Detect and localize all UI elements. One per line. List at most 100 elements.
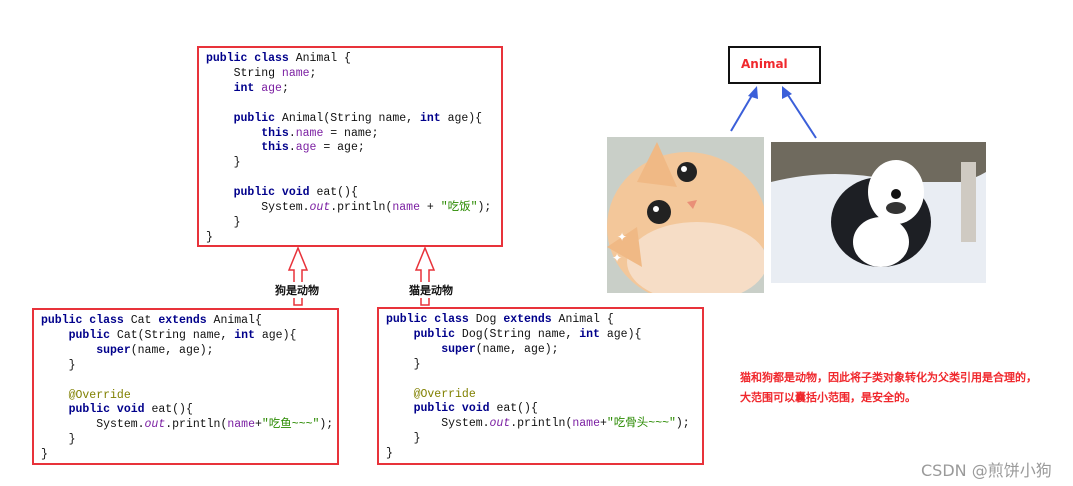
code-token: out — [309, 201, 331, 215]
code-line: String name; — [206, 67, 501, 82]
blue-arrow-cat — [730, 91, 755, 132]
code-token: age){ — [261, 328, 297, 342]
code-line: public class Animal { — [206, 52, 501, 67]
code-token: int — [234, 328, 262, 342]
code-token: Dog — [475, 313, 504, 326]
code-token: Cat — [130, 314, 159, 327]
code-token: Animal { — [295, 52, 351, 65]
code-token: ; — [309, 66, 317, 80]
code-line: this.name = name; — [206, 127, 501, 142]
dog-photo — [771, 142, 986, 283]
code-token: . — [288, 141, 296, 155]
code-token: } — [206, 156, 241, 170]
code-token: } — [206, 215, 241, 229]
code-token: ); — [675, 417, 690, 431]
code-token: int — [579, 327, 607, 341]
cat-class-code: public class Cat extends Animal{ public … — [41, 314, 337, 463]
code-token — [386, 328, 414, 341]
code-line: public Dog(String name, int age){ — [386, 328, 702, 343]
cat-photo: ✦✦ — [607, 137, 764, 293]
code-line: public class Dog extends Animal { — [386, 313, 702, 328]
code-token: out — [144, 418, 166, 432]
code-token — [206, 186, 234, 199]
code-line: } — [386, 447, 702, 462]
code-token: int — [419, 111, 448, 125]
code-token: + — [419, 201, 441, 215]
code-line — [206, 97, 501, 112]
code-token: } — [386, 357, 421, 371]
code-token — [41, 329, 69, 342]
code-token: @Override — [41, 388, 131, 402]
dog-class-code-box: public class Dog extends Animal { public… — [377, 307, 704, 465]
code-token — [386, 402, 414, 415]
code-token: ); — [477, 201, 492, 215]
code-token: Animal(String name, — [281, 111, 420, 125]
code-token: } — [41, 358, 76, 372]
code-line: super(name, age); — [386, 343, 702, 358]
code-token: "吃饭" — [440, 201, 478, 215]
code-token: age — [295, 141, 317, 155]
svg-text:✦: ✦ — [617, 230, 627, 244]
code-token: public class — [386, 313, 476, 326]
code-token: extends — [503, 313, 559, 326]
code-token: this — [261, 141, 289, 155]
code-token: (name, age); — [130, 343, 214, 357]
code-token: name — [227, 418, 255, 432]
code-token — [206, 112, 234, 125]
code-token: Cat(String name, — [116, 328, 235, 342]
svg-text:✦: ✦ — [612, 251, 622, 265]
code-token: eat(){ — [496, 402, 538, 416]
code-token: = name; — [323, 126, 379, 140]
code-token — [386, 343, 441, 356]
code-line: @Override — [386, 388, 702, 403]
code-line: int age; — [206, 82, 501, 97]
code-token: + — [254, 418, 262, 432]
code-token: int — [233, 81, 262, 95]
code-line: public void eat(){ — [386, 402, 702, 417]
code-token: eat(){ — [151, 403, 193, 417]
code-token: public — [413, 327, 462, 341]
code-token: Animal{ — [213, 314, 262, 327]
code-token: name — [572, 417, 600, 431]
code-line: } — [206, 156, 501, 171]
code-token: + — [599, 417, 607, 431]
code-line: } — [386, 432, 702, 447]
code-line: } — [206, 216, 501, 231]
blue-arrow-dog — [785, 91, 817, 139]
code-token: System. — [206, 201, 310, 215]
dog-class-code: public class Dog extends Animal { public… — [386, 313, 702, 462]
blue-arrowhead-cat — [748, 86, 758, 99]
code-token — [206, 127, 261, 140]
code-line: } — [41, 448, 337, 463]
code-token: super — [441, 342, 476, 356]
code-token: name — [295, 126, 324, 140]
code-token: } — [386, 447, 393, 461]
animal-class-code: public class Animal { String name; int a… — [206, 52, 501, 246]
code-line: public Cat(String name, int age){ — [41, 329, 337, 344]
code-token: "吃骨头~~~" — [606, 417, 676, 431]
code-token: System. — [41, 418, 145, 432]
cat-class-code-box: public class Cat extends Animal{ public … — [32, 308, 339, 465]
code-token: public — [233, 111, 282, 125]
code-line: System.out.println(name+"吃鱼~~~"); — [41, 418, 337, 433]
code-token: .println( — [510, 417, 573, 431]
code-token: Dog(String name, — [461, 327, 580, 341]
code-token: eat(){ — [316, 186, 358, 200]
code-token: age){ — [447, 111, 483, 125]
code-line: this.age = age; — [206, 141, 501, 156]
code-token: public void — [233, 186, 317, 200]
code-token: } — [41, 448, 48, 462]
explanation-line-2: 大范围可以囊括小范围，是安全的。 — [740, 391, 916, 404]
code-line: public void eat(){ — [41, 403, 337, 418]
code-token: public void — [68, 403, 152, 417]
blue-arrowhead-dog — [782, 86, 792, 99]
animal-node: Animal — [728, 46, 821, 84]
code-token: } — [206, 230, 213, 244]
code-token — [41, 403, 69, 416]
animal-node-label: Animal — [741, 57, 788, 71]
code-token: } — [41, 433, 76, 447]
code-token: public void — [413, 402, 497, 416]
explanation-note: 猫和狗都是动物，因此将子类对象转化为父类引用是合理的， 大范围可以囊括小范围，是… — [740, 368, 1037, 408]
cat-is-animal-label: 猫是动物 — [408, 282, 454, 298]
